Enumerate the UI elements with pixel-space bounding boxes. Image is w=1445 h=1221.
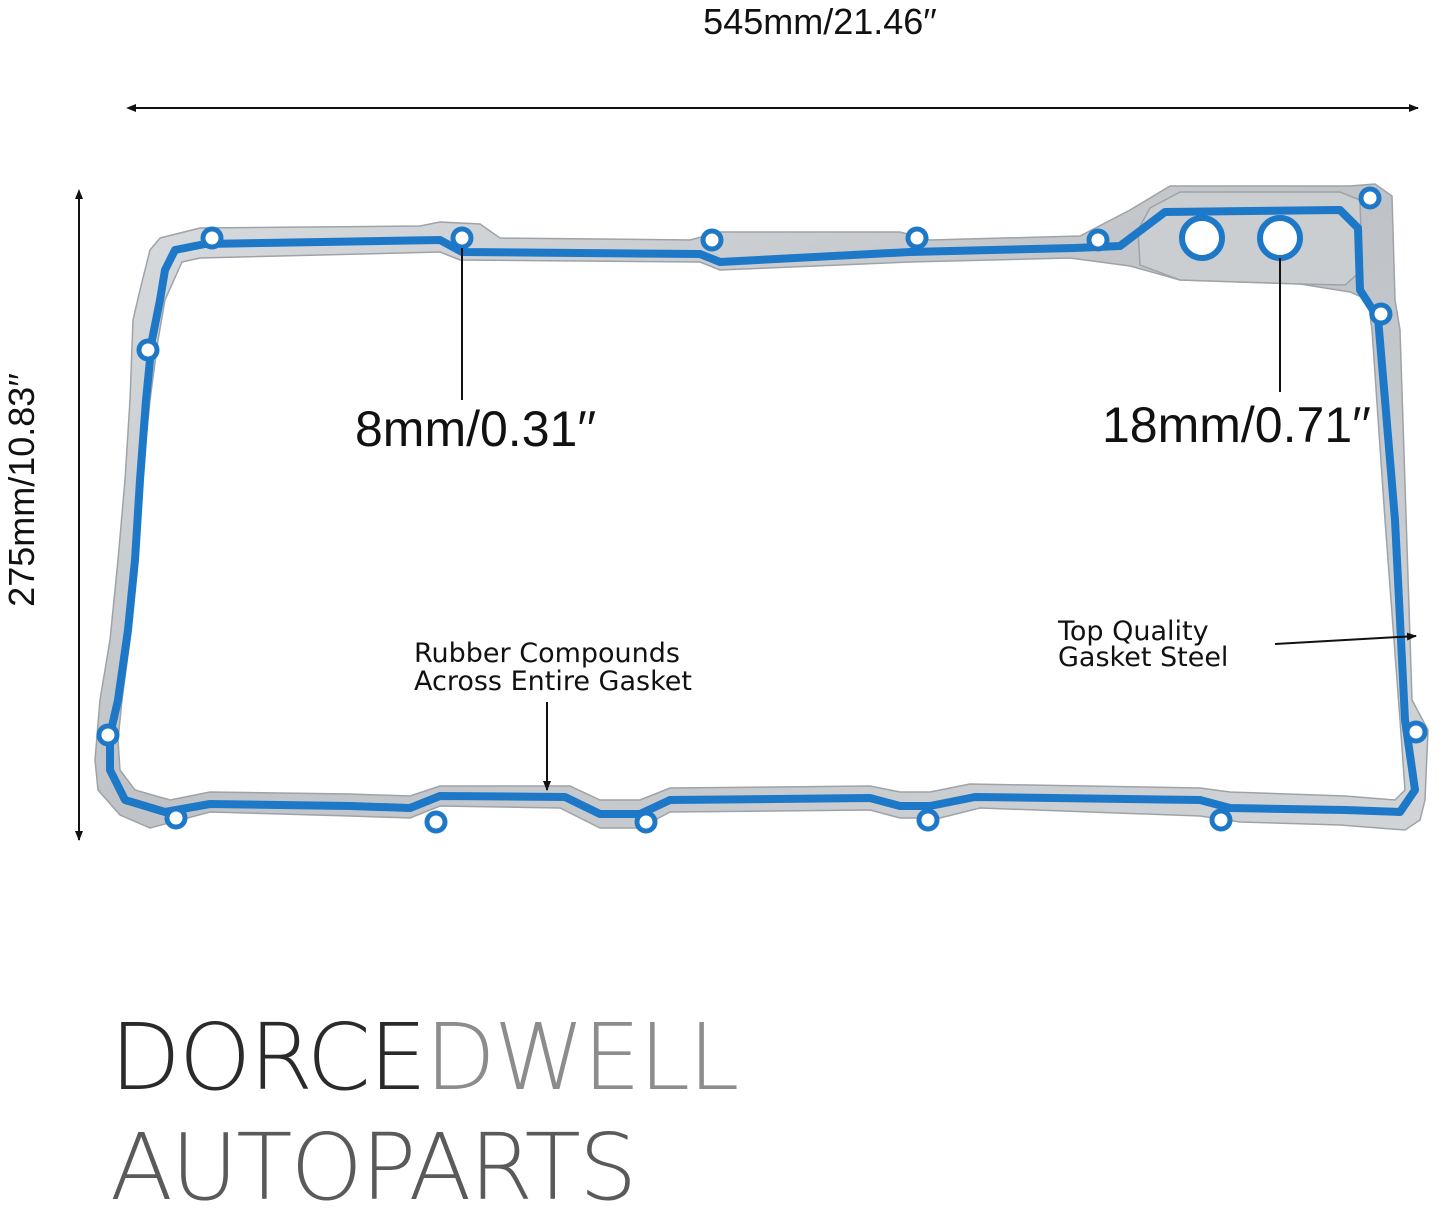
bolt-hole [136,338,160,362]
bolt-hole [634,810,658,834]
bolt-hole [200,226,224,250]
rubber-callout-line2: Across Entire Gasket [414,666,692,697]
brand-logo-light-text: DWELL [424,1004,739,1111]
bolt-hole [450,226,474,250]
bolt-hole [1369,302,1393,326]
bolt-hole [700,228,724,252]
bolt-hole [1086,228,1110,252]
bolt-hole [1209,808,1233,832]
bolt-holes [96,186,1428,834]
bolt-hole [424,810,448,834]
brand-logo-dark-text: DORCE [110,1004,427,1111]
bolt-hole [916,808,940,832]
port-hole-dimension-label: 18mm/0.71′′ [1102,397,1371,453]
steel-callout-line1: Top Quality [1057,616,1209,647]
rubber-callout-line1: Rubber Compounds [414,638,680,669]
port-hole [1257,215,1303,261]
bolt-hole [164,806,188,830]
gasket-port-plate [1137,191,1363,286]
steel-callout-arrow [1274,632,1417,645]
brand-logo-line2: AUTOPARTS [110,1114,637,1221]
rubber-bead [106,206,1419,818]
steel-callout-line2: Gasket Steel [1058,642,1228,673]
bolt-hole [1404,720,1428,744]
bolt-hole [905,226,929,250]
bolt-hole-dimension-label: 8mm/0.31′′ [355,401,596,457]
port-holes [1179,215,1303,261]
height-dimension-label: 275mm/10.83′′ [1,373,42,607]
port-hole [1179,215,1225,261]
width-dimension-label: 545mm/21.46′′ [703,1,937,42]
bolt-hole [1358,186,1382,210]
brand-logo-line1: DORCEDWELL [110,1012,739,1104]
bolt-hole [96,723,120,747]
